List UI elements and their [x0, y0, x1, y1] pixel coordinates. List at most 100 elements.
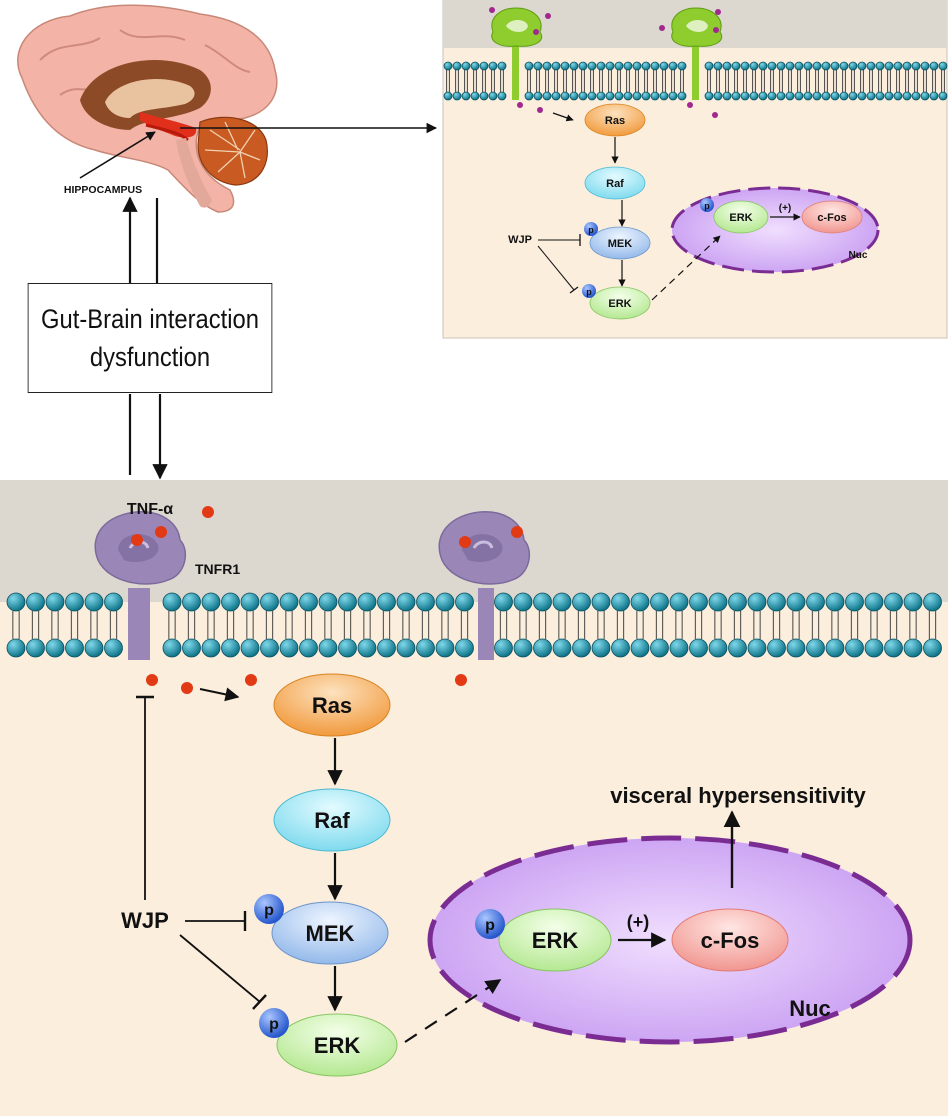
- lipid-head: [785, 61, 795, 71]
- lipid-head: [785, 91, 795, 101]
- gut-brain-line2: dysfunction: [89, 342, 211, 372]
- receptor-top-right: [671, 7, 723, 100]
- lipid-head: [767, 61, 777, 71]
- lipid-head: [641, 61, 651, 71]
- mek-label-top: MEK: [608, 238, 633, 250]
- lipid-head: [455, 638, 474, 658]
- nuc-erk-node-top: [713, 200, 769, 234]
- lipid-head: [776, 91, 786, 101]
- lipid-head: [623, 61, 633, 71]
- lipid-head: [632, 61, 642, 71]
- lipid-head: [443, 91, 453, 101]
- wjp-label: WJP: [121, 908, 169, 933]
- lipid-head: [650, 91, 660, 101]
- lipid-head: [221, 638, 240, 658]
- lipid-head: [767, 91, 777, 101]
- lipid-head: [162, 592, 182, 612]
- tnf-alpha-label: TNF-α: [127, 501, 173, 518]
- lipid-head: [650, 638, 669, 658]
- tnfr1-label: TNFR1: [195, 561, 240, 577]
- lipid-head: [416, 592, 435, 612]
- lipid-head: [713, 91, 723, 101]
- lipid-head: [524, 91, 534, 101]
- lipid-head: [902, 61, 912, 71]
- lipid-head: [812, 61, 822, 71]
- lipid-head: [830, 61, 840, 71]
- lipid-head: [182, 638, 201, 658]
- lipid-head: [630, 592, 650, 612]
- plus-label: (+): [627, 912, 650, 932]
- lipid-head: [569, 91, 579, 101]
- lipid-head: [524, 61, 534, 71]
- lipid-head: [533, 592, 552, 612]
- lipid-head: [866, 91, 876, 101]
- lipid-head: [758, 91, 768, 101]
- nuc-erk-label-top: ERK: [729, 212, 752, 224]
- lipid-head: [903, 592, 923, 612]
- lipid-head: [848, 91, 858, 101]
- cfos-label-top: c-Fos: [817, 212, 846, 224]
- lipid-head: [591, 638, 611, 658]
- lipid-head: [713, 61, 723, 71]
- lipid-head: [722, 91, 732, 101]
- lipid-head: [452, 61, 462, 71]
- lipid-head: [776, 61, 786, 71]
- svg-text:p: p: [586, 287, 592, 297]
- raf-label: Raf: [314, 808, 350, 833]
- tnf-ligands: [131, 506, 523, 694]
- lipid-head: [578, 91, 588, 101]
- lipid-head: [749, 91, 759, 101]
- plus-label-top: (+): [779, 203, 792, 214]
- svg-text:p: p: [269, 1016, 279, 1033]
- lipid-head: [104, 592, 123, 612]
- lipid-head: [689, 638, 708, 658]
- lipid-head: [26, 592, 45, 612]
- lipid-head: [830, 91, 840, 101]
- lipid-head: [542, 61, 552, 71]
- lipid-head: [825, 638, 845, 658]
- wjp-label-top: WJP: [508, 234, 532, 246]
- nuc-erk-label: ERK: [532, 928, 579, 953]
- raf-label-top: Raf: [606, 178, 624, 190]
- lipid-head: [65, 638, 84, 658]
- lipid-head: [659, 91, 669, 101]
- lipid-head: [722, 61, 732, 71]
- lipid-head: [611, 592, 630, 612]
- mek-label: MEK: [306, 921, 355, 946]
- cfos-node: [671, 908, 789, 972]
- lipid-head: [455, 592, 474, 612]
- lipid-head: [299, 592, 318, 612]
- lipid-head: [104, 638, 123, 658]
- lipid-head: [560, 61, 570, 71]
- lipid-head: [747, 592, 767, 612]
- svg-text:p: p: [588, 225, 594, 235]
- lipid-head: [786, 638, 806, 658]
- activation-arrow-ras: [199, 687, 240, 702]
- lipid-head: [587, 91, 597, 101]
- lipid-head: [614, 91, 624, 101]
- lipid-head: [884, 91, 894, 101]
- lipid-head: [821, 91, 831, 101]
- wjp-inhibit-erk: [179, 934, 261, 1003]
- lipid-head: [435, 638, 455, 658]
- lipid-head: [839, 61, 849, 71]
- phospho-erk: [259, 1008, 289, 1038]
- lipid-head: [578, 61, 588, 71]
- lipid-head: [299, 638, 318, 658]
- lipid-head: [650, 61, 660, 71]
- hippocampus-pointer: [79, 131, 156, 179]
- lipid-head: [605, 91, 615, 101]
- lipid-head: [162, 638, 182, 658]
- lipid-head: [902, 91, 912, 101]
- lipid-head: [488, 61, 498, 71]
- lipid-head: [84, 638, 104, 658]
- svg-text:p: p: [704, 201, 710, 211]
- lipid-head: [767, 592, 786, 612]
- lipid-head: [920, 61, 930, 71]
- lipid-head: [866, 61, 876, 71]
- lipid-head: [821, 61, 831, 71]
- lipid-head: [884, 592, 903, 612]
- lipid-head: [461, 61, 471, 71]
- lipid-head: [704, 61, 714, 71]
- lipid-head: [704, 91, 714, 101]
